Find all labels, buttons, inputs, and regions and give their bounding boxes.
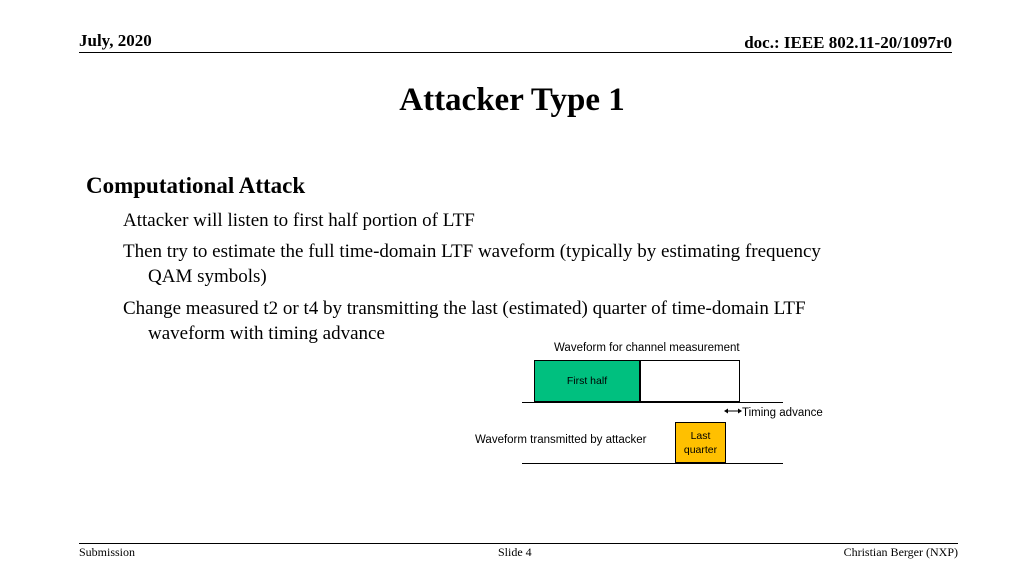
bullet-text: Change measured t2 or t4 by transmitting…	[123, 298, 806, 319]
timing-advance-label: Timing advance	[742, 407, 823, 419]
footer-slide-number: Slide 4	[498, 545, 532, 559]
header-divider	[79, 52, 952, 53]
measurement-baseline	[522, 402, 783, 403]
attacker-waveform-label: Waveform transmitted by attacker	[475, 434, 647, 446]
bullet-text-continued: waveform with timing advance	[148, 323, 385, 344]
measurement-waveform-label: Waveform for channel measurement	[554, 342, 740, 354]
footer-author: Christian Berger (NXP)	[843, 545, 958, 559]
attacker-baseline	[522, 463, 783, 464]
bullet-item: Attacker will listen to first half porti…	[123, 208, 923, 233]
bullet-text-continued: QAM symbols)	[148, 266, 267, 287]
first-half-label: First half	[566, 375, 608, 387]
last-quarter-label-line2: quarter	[683, 443, 718, 456]
footer-submission: Submission	[79, 545, 136, 559]
bullet-item: Then try to estimate the full time-domai…	[123, 239, 923, 289]
double-arrow-icon	[724, 408, 742, 414]
first-half-block: First half	[534, 360, 640, 402]
last-quarter-label-line1: Last	[690, 429, 711, 442]
footer-divider	[79, 543, 958, 544]
second-half-block	[640, 360, 740, 402]
header-date: July, 2020	[79, 31, 152, 50]
bullet-text: Attacker will listen to first half porti…	[123, 210, 475, 231]
slide-title: Attacker Type 1	[399, 82, 625, 118]
section-heading: Computational Attack	[86, 173, 306, 198]
last-quarter-label: Last quarter	[684, 429, 717, 457]
header-doc-id: doc.: IEEE 802.11-20/1097r0	[744, 33, 952, 52]
bullet-text: Then try to estimate the full time-domai…	[123, 241, 821, 262]
bullet-item: Change measured t2 or t4 by transmitting…	[123, 296, 923, 346]
last-quarter-block: Last quarter	[675, 422, 726, 463]
